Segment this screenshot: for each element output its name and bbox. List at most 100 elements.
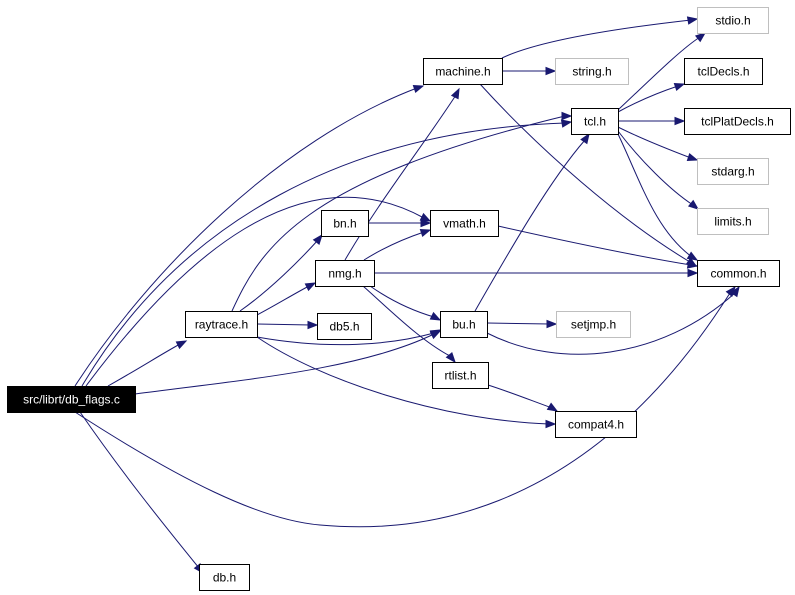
- arrow-head-icon: [561, 111, 573, 121]
- node-box: [684, 108, 791, 135]
- node-string: string.h: [555, 58, 629, 85]
- edge-tcl-to-tclPlatDecls: [618, 116, 686, 126]
- arrow-head-icon: [686, 251, 699, 261]
- arrow-head-icon: [545, 66, 557, 76]
- edge-raytrace-to-compat4: [256, 336, 557, 429]
- edge-nmg-to-machine: [344, 87, 460, 261]
- edge-nmg-to-vmath: [363, 228, 432, 261]
- edge-bu-to-setjmp: [486, 319, 558, 329]
- node-db_flags: src/librt/db_flags.c: [7, 386, 136, 413]
- edge-tcl-to-stdio: [617, 32, 707, 111]
- edge-db_flags-to-bu: [134, 330, 442, 395]
- node-box: [7, 386, 136, 413]
- edge-line: [256, 323, 312, 326]
- edge-machine-to-stdio: [501, 16, 699, 59]
- arrow-head-icon: [419, 212, 432, 222]
- node-compat4[interactable]: compat4.h: [555, 411, 637, 438]
- edge-tcl-to-limits: [617, 130, 700, 210]
- edge-line: [81, 122, 566, 387]
- edge-nmg-to-bu: [369, 285, 442, 321]
- edges-layer: [74, 16, 740, 575]
- node-stdarg: stdarg.h: [697, 158, 769, 185]
- node-label: common.h: [710, 267, 766, 281]
- node-label: machine.h: [435, 65, 490, 79]
- arrow-head-icon: [686, 152, 699, 162]
- arrow-head-icon: [420, 218, 432, 228]
- node-nmg[interactable]: nmg.h: [315, 260, 375, 287]
- arrow-head-icon: [429, 311, 442, 321]
- node-label: stdio.h: [715, 14, 750, 28]
- arrow-head-icon: [419, 228, 432, 238]
- node-label: bn.h: [333, 217, 356, 231]
- node-label: bu.h: [452, 318, 475, 332]
- node-box: [556, 311, 631, 338]
- node-box: [684, 58, 763, 85]
- node-db[interactable]: db.h: [199, 564, 250, 591]
- node-box: [199, 564, 250, 591]
- edge-raytrace-to-bu: [256, 329, 442, 346]
- edge-line: [74, 292, 731, 528]
- node-label: compat4.h: [568, 418, 624, 432]
- node-box: [555, 411, 637, 438]
- edge-db_flags-to-raytrace: [107, 340, 188, 387]
- node-vmath[interactable]: vmath.h: [430, 210, 499, 237]
- edge-machine-to-string: [502, 66, 557, 76]
- edge-line: [479, 83, 691, 263]
- edge-line: [501, 19, 692, 59]
- edge-line: [487, 384, 553, 409]
- edge-db_flags-to-vmath: [85, 196, 432, 387]
- arrow-head-icon: [580, 132, 590, 145]
- arrow-head-icon: [304, 282, 317, 292]
- edge-tcl-to-tclDecls: [617, 82, 686, 113]
- node-label: raytrace.h: [195, 318, 248, 332]
- edge-line: [79, 411, 200, 569]
- arrow-head-icon: [412, 84, 425, 94]
- edge-tcl-to-common: [617, 133, 699, 261]
- node-bn[interactable]: bn.h: [321, 210, 369, 237]
- node-label: stdarg.h: [711, 165, 754, 179]
- node-label: tclDecls.h: [697, 65, 749, 79]
- node-tcl[interactable]: tcl.h: [571, 108, 619, 135]
- arrow-head-icon: [545, 419, 557, 429]
- edge-line: [256, 285, 310, 316]
- edge-line: [486, 292, 736, 355]
- edge-raytrace-to-bn: [239, 233, 323, 312]
- edge-line: [497, 225, 692, 266]
- node-box: [185, 311, 258, 338]
- edge-raytrace-to-tcl: [231, 111, 573, 312]
- edge-db_flags-to-common: [74, 285, 736, 528]
- node-machine[interactable]: machine.h: [423, 58, 503, 85]
- node-bu[interactable]: bu.h: [440, 311, 488, 338]
- node-label: setjmp.h: [571, 318, 616, 332]
- edge-bu-to-common: [486, 285, 740, 355]
- node-common[interactable]: common.h: [697, 260, 780, 287]
- node-box: [315, 260, 375, 287]
- edge-line: [617, 126, 692, 159]
- edge-tcl-to-stdarg: [617, 126, 699, 162]
- arrow-head-icon: [175, 340, 188, 350]
- node-limits: limits.h: [697, 208, 769, 235]
- node-box: [571, 108, 619, 135]
- arrow-head-icon: [686, 16, 699, 25]
- node-label: limits.h: [714, 215, 751, 229]
- node-label: db5.h: [329, 320, 359, 334]
- node-tclPlatDecls[interactable]: tclPlatDecls.h: [684, 108, 791, 135]
- node-label: rtlist.h: [444, 369, 476, 383]
- edge-rtlist-to-compat4: [487, 384, 559, 412]
- edge-line: [617, 133, 693, 258]
- edge-raytrace-to-db5: [256, 320, 319, 330]
- node-tclDecls[interactable]: tclDecls.h: [684, 58, 763, 85]
- edge-line: [617, 130, 694, 206]
- edge-line: [344, 94, 457, 261]
- arrow-head-icon: [307, 320, 319, 330]
- arrow-head-icon: [674, 116, 686, 126]
- node-label: tclPlatDecls.h: [701, 115, 774, 129]
- node-box: [317, 313, 372, 340]
- node-raytrace[interactable]: raytrace.h: [185, 311, 258, 338]
- arrow-head-icon: [687, 268, 699, 278]
- node-rtlist[interactable]: rtlist.h: [432, 362, 489, 389]
- edge-line: [362, 285, 451, 357]
- arrow-head-icon: [560, 119, 573, 128]
- node-db5[interactable]: db5.h: [317, 313, 372, 340]
